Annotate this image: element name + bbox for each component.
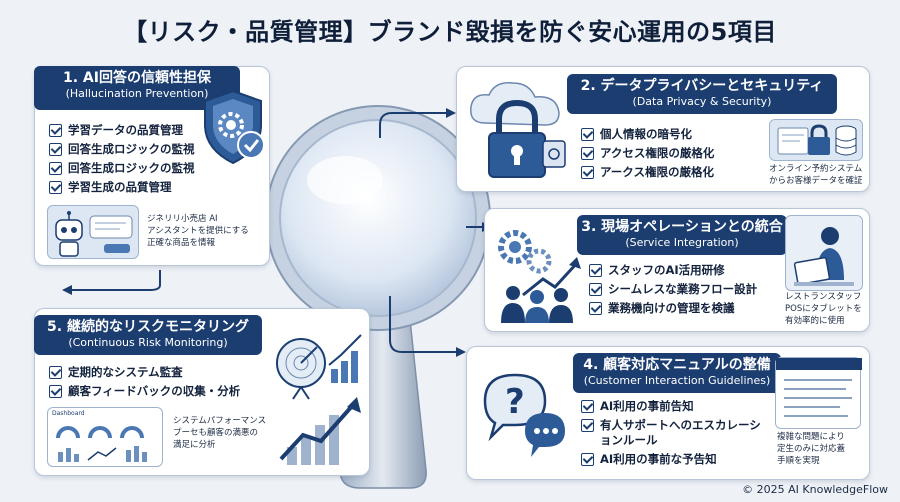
dashboard-label: Dashboard xyxy=(52,410,85,417)
section-title-en: (Continuous Risk Monitoring) xyxy=(68,336,228,349)
checkbox-icon xyxy=(581,400,594,413)
section-title-jp: 4. 顧客対応マニュアルの整備 xyxy=(583,357,771,373)
checkbox-icon xyxy=(581,128,594,141)
server-panel xyxy=(769,119,863,161)
checkbox-icon xyxy=(589,264,602,277)
checklist-item: AI利用の事前な予告知 xyxy=(581,452,761,467)
manual-document-icon xyxy=(776,358,862,417)
checklist-item: 学習データの品質管理 xyxy=(49,123,269,138)
section-title-en: (Data Privacy & Security) xyxy=(632,95,772,108)
page-title: 【リスク・品質管理】ブランド毀損を防ぐ安心運用の5項目 xyxy=(123,18,777,46)
section-title-en: (Service Integration) xyxy=(625,236,739,249)
section-title-en: (Hallucination Prevention) xyxy=(65,87,209,100)
checklist-item: シームレスな業務フロー設計 xyxy=(589,282,789,297)
section-header-3: 3. 現場オペレーションとの統合 (Service Integration) xyxy=(577,215,787,255)
section-header-4: 4. 顧客対応マニュアルの整備 (Customer Interaction Gu… xyxy=(573,353,781,393)
checkbox-icon xyxy=(581,419,594,432)
dashboard-gauges-icon xyxy=(56,426,147,462)
robot-panel xyxy=(47,205,139,259)
section-title-jp: 3. 現場オペレーションとの統合 xyxy=(581,219,783,235)
section-header-5: 5. 継続的なリスクモニタリング (Continuous Risk Monito… xyxy=(34,315,262,355)
section-card-2: 2. データプライバシーとセキュリティ (Data Privacy & Secu… xyxy=(456,66,870,192)
section-title-jp: 1. AI回答の信頼性担保 xyxy=(63,70,211,86)
checklist-item: 学習生成の品質管理 xyxy=(49,180,269,195)
checklist: AI利用の事前告知 有人サポートへのエスカレーションルール AI利用の事前な予告… xyxy=(581,399,761,471)
dashboard-panel: Dashboard xyxy=(47,407,163,467)
section-card-5: 5. 継続的なリスクモニタリング (Continuous Risk Monito… xyxy=(34,308,370,476)
section-title-jp: 5. 継続的なリスクモニタリング xyxy=(47,319,249,335)
section-card-3: 3. 現場オペレーションとの統合 (Service Integration) ス… xyxy=(484,208,870,332)
database-lock-icon xyxy=(777,124,857,156)
checkbox-icon xyxy=(581,166,594,179)
checkbox-icon xyxy=(49,366,62,379)
shield-gear-icon xyxy=(204,89,265,165)
checkbox-icon xyxy=(581,147,594,160)
section-note: システムパフォーマンスプーセも顧客の満悪の満足に分析 xyxy=(173,416,267,450)
checklist-item: スタッフのAI活用研修 xyxy=(589,263,789,278)
checkbox-icon xyxy=(49,181,62,194)
staff-tablet-icon xyxy=(793,227,854,286)
section-header-2: 2. データプライバシーとセキュリティ (Data Privacy & Secu… xyxy=(567,74,837,114)
svg-text:?: ? xyxy=(505,382,525,422)
cloud-lock-icon xyxy=(470,82,566,178)
section-note: 複雑な問題により定生のみに対応蓋手順を実現 xyxy=(777,432,846,466)
checkbox-icon xyxy=(49,162,62,175)
checklist-item: 定期的なシステム監査 xyxy=(49,365,269,380)
checkbox-icon xyxy=(581,453,594,466)
section-title-jp: 2. データプライバシーとセキュリティ xyxy=(580,78,824,94)
checklist: 学習データの品質管理 回答生成ロジックの監視 回答生成ロジックの監視 学習生成の… xyxy=(49,123,269,199)
checklist-item: 顧客フィードバックの収集・分析 xyxy=(49,384,269,399)
robot-icon xyxy=(55,211,133,257)
checklist-item: 業務機向けの管理を検議 xyxy=(589,301,789,316)
checklist-item: アクセス権限の厳格化 xyxy=(581,146,761,161)
section-card-1: 1. AI回答の信頼性担保 (Hallucination Prevention)… xyxy=(34,66,270,266)
checkbox-icon xyxy=(589,283,602,296)
copyright-footer: © 2025 AI KnowledgeFlow xyxy=(742,483,888,496)
section-note: オンライン予約システムからお客様データを確証 xyxy=(769,164,863,186)
checkbox-icon xyxy=(49,385,62,398)
manual-panel xyxy=(775,357,862,429)
checklist-item: 回答生成ロジックの監視 xyxy=(49,161,269,176)
checklist-item: 回答生成ロジックの監視 xyxy=(49,142,269,157)
speech-bubble-question-icon: ? xyxy=(483,373,565,457)
radar-growth-chart-icon xyxy=(276,334,362,465)
checklist-item: AI利用の事前告知 xyxy=(581,399,761,414)
staff-panel xyxy=(785,215,863,291)
section-title-en: (Customer Interaction Guidelines) xyxy=(583,374,771,387)
checklist-item: 有人サポートへのエスカレーションルール xyxy=(581,418,761,448)
checklist-item: 個人情報の暗号化 xyxy=(581,127,761,142)
section-card-4: 4. 顧客対応マニュアルの整備 (Customer Interaction Gu… xyxy=(466,346,870,480)
checkbox-icon xyxy=(589,302,602,315)
team-gears-icon xyxy=(498,230,581,323)
checkbox-icon xyxy=(49,143,62,156)
checklist: 定期的なシステム監査 顧客フィードバックの収集・分析 xyxy=(49,365,269,403)
checklist: 個人情報の暗号化 アクセス権限の厳格化 アークス権限の厳格化 xyxy=(581,127,761,184)
checklist-item: アークス権限の厳格化 xyxy=(581,165,761,180)
checkbox-icon xyxy=(49,124,62,137)
checklist: スタッフのAI活用研修 シームレスな業務フロー設計 業務機向けの管理を検議 xyxy=(589,263,789,320)
